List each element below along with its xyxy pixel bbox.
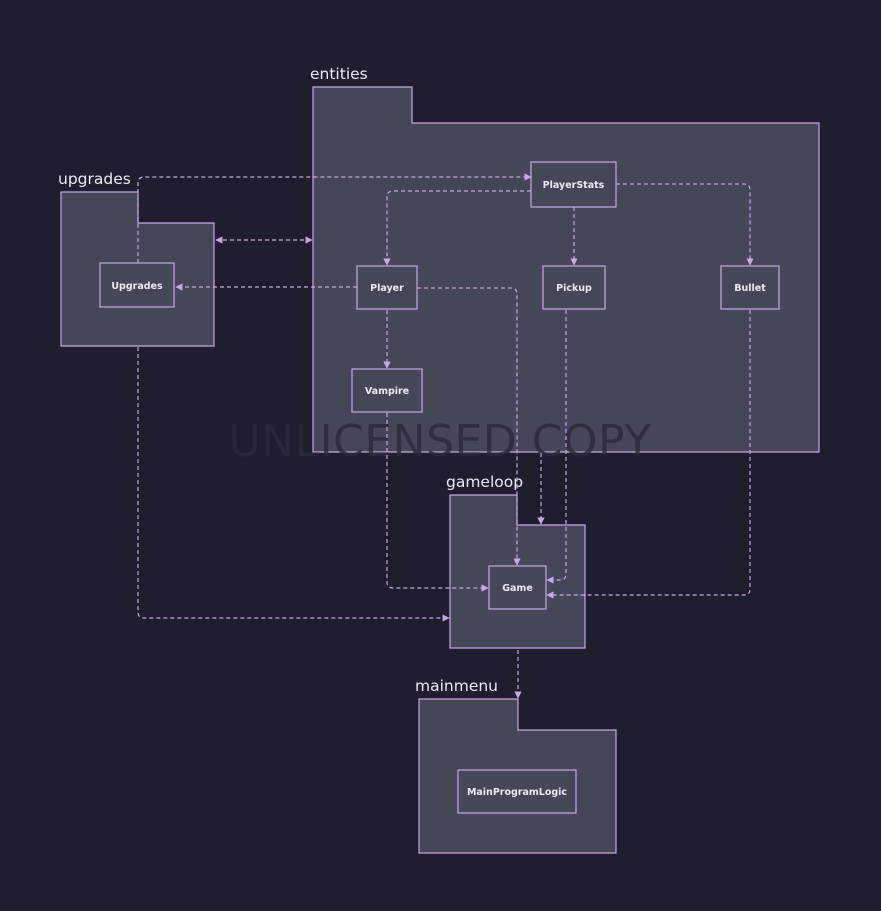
package-entities-label: entities [310,65,368,83]
node-pickup[interactable]: Pickup [542,265,606,310]
edge-player-to-game [417,287,521,566]
edges [137,173,754,699]
node-upgrades-label: Upgrades [111,281,163,292]
node-pickup-label: Pickup [556,283,592,294]
package-upgrades: upgrades [58,170,215,347]
node-upgrades[interactable]: Upgrades [99,262,175,308]
edge-bullet-to-game [546,310,751,599]
node-player-label: Player [370,283,404,294]
edge-playerstats-to-bullet [616,183,754,266]
node-bullet-label: Bullet [734,283,766,294]
edge-pickup-to-game [546,310,567,584]
package-mainmenu-label: mainmenu [415,677,498,695]
node-player[interactable]: Player [356,265,418,310]
node-bullet[interactable]: Bullet [720,265,780,310]
package-gameloop-label: gameloop [446,473,523,491]
node-vampire[interactable]: Vampire [351,368,423,413]
node-playerstats[interactable]: PlayerStats [530,161,617,208]
node-mainprogramlogic-label: MainProgramLogic [467,787,567,798]
node-game[interactable]: Game [488,565,547,610]
edge-playerstats-to-player [383,190,531,266]
package-upgrades-label: upgrades [58,170,131,188]
watermark-text: UNLICENSED COPY [229,416,652,467]
package-mainmenu: mainmenu [415,677,617,854]
edge-upgrades-to-gameloop [137,347,450,622]
package-gameloop: gameloop [446,473,586,649]
edge-upgrades-to-playerstats [137,173,532,263]
node-game-label: Game [502,583,533,594]
edge-vampire-to-game [386,413,489,592]
node-vampire-label: Vampire [365,386,409,397]
node-mainprogramlogic[interactable]: MainProgramLogic [457,769,577,814]
node-playerstats-label: PlayerStats [543,180,605,191]
